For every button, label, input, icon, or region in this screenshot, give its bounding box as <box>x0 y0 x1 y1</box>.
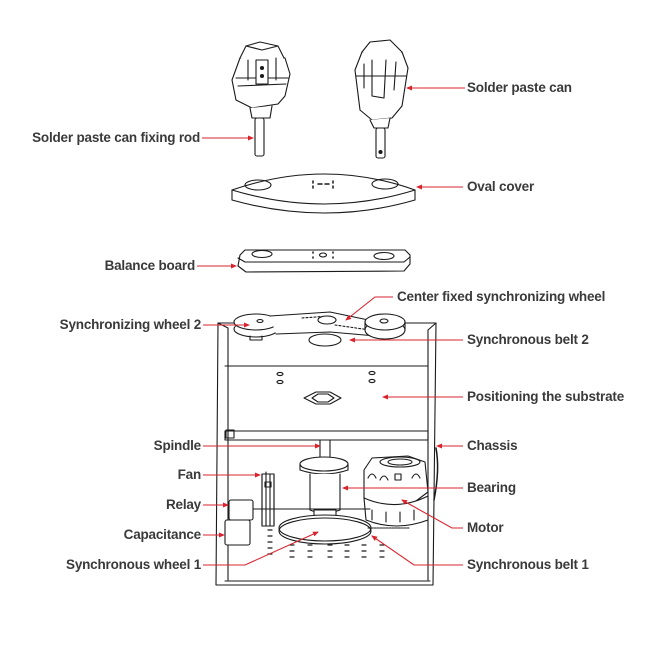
spindle <box>299 439 349 525</box>
label-center-wheel: Center fixed synchronizing wheel <box>397 289 606 304</box>
label-relay: Relay <box>165 497 201 512</box>
label-fixing-rod: Solder paste can fixing rod <box>32 130 200 145</box>
label-solder-paste-can: Solder paste can <box>467 80 572 95</box>
label-oval-cover: Oval cover <box>467 179 535 194</box>
label-spindle: Spindle <box>153 438 202 453</box>
fan <box>261 471 275 527</box>
label-motor: Motor <box>467 520 504 535</box>
label-fan: Fan <box>177 467 202 482</box>
synchronizing-wheel-right <box>364 313 406 340</box>
label-chassis: Chassis <box>467 438 518 453</box>
relay <box>228 499 254 521</box>
balance-board <box>237 249 411 273</box>
label-sync-belt-2: Synchronous belt 2 <box>467 332 589 347</box>
label-sync-wheel-1: Synchronous wheel 1 <box>66 557 201 572</box>
label-capacitance: Capacitance <box>123 527 202 542</box>
leader-lines <box>197 85 465 566</box>
center-synchronizing-wheel <box>308 315 342 347</box>
vent-holes <box>267 529 385 558</box>
leader-sync-wheel-1 <box>203 531 319 566</box>
label-balance-board: Balance board <box>104 258 196 273</box>
solder-paste-can-left <box>231 41 291 157</box>
label-sync-wheel-2: Synchronizing wheel 2 <box>59 317 202 332</box>
fixing-rod <box>254 117 265 157</box>
synchronous-wheel-1 <box>278 514 411 545</box>
label-sync-belt-1: Synchronous belt 1 <box>467 557 589 572</box>
leader-motor <box>401 499 463 529</box>
capacitance <box>224 519 251 546</box>
label-bearing: Bearing <box>467 480 516 495</box>
motor <box>363 455 429 527</box>
leader-sync-belt-1 <box>371 535 463 566</box>
leader-center-wheel <box>345 296 393 321</box>
solder-paste-can-right <box>354 39 409 159</box>
oval-cover <box>231 173 416 214</box>
label-positioning-substrate: Positioning the substrate <box>467 389 625 404</box>
